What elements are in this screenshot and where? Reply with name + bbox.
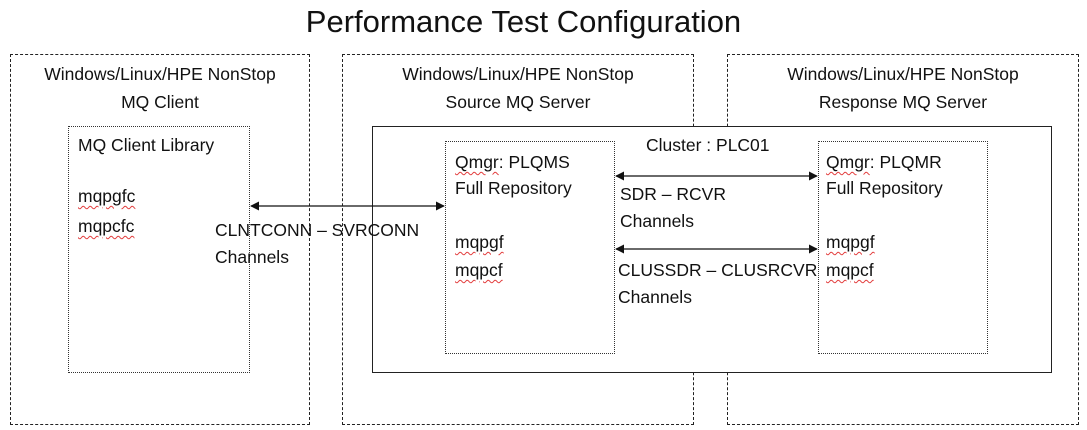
cluster-channel-label-line2: Channels: [618, 287, 692, 307]
mq-client-library-label: MQ Client Library: [78, 135, 215, 155]
mq-client-library-box: MQ Client Library mqpgfc mqpcfc: [68, 126, 250, 373]
client-library-item: mqpcfc: [78, 216, 135, 236]
cluster-channel-label-line1: CLUSSDR – CLUSRCVR: [618, 260, 818, 280]
source-server-heading-line2: Source MQ Server: [445, 92, 591, 112]
client-server-channel-label-line1: CLNTCONN – SVRCONN: [215, 220, 420, 240]
response-qmgr-box: Qmgr: PLQMR Full Repository mqpgf mqpcf: [818, 141, 988, 354]
qmgr-suffix: : PLQMR: [869, 152, 942, 172]
response-server-heading-line1: Windows/Linux/HPE NonStop: [787, 64, 1019, 84]
source-server-box: Windows/Linux/HPE NonStop Source MQ Serv…: [342, 54, 694, 425]
source-qmgr-name: Qmgr: PLQMS: [455, 150, 570, 174]
client-machine-heading-line2: MQ Client: [121, 92, 199, 112]
response-qmgr-item: mqpgf: [826, 232, 875, 252]
sdr-rcvr-channel-label-line1: SDR – RCVR: [620, 184, 726, 204]
response-qmgr-repository: Full Repository: [826, 178, 943, 198]
qmgr-prefix: Qmgr: [826, 152, 870, 172]
source-server-heading-line1: Windows/Linux/HPE NonStop: [402, 64, 634, 84]
sdr-rcvr-channel-label-line2: Channels: [620, 211, 694, 231]
source-qmgr-item: mqpgf: [455, 232, 504, 252]
cluster-label: Cluster : PLC01: [646, 135, 770, 155]
client-machine-box: Windows/Linux/HPE NonStop MQ Client: [10, 54, 310, 425]
response-qmgr-item: mqpcf: [826, 260, 874, 280]
source-qmgr-item: mqpcf: [455, 260, 503, 280]
client-machine-heading-line1: Windows/Linux/HPE NonStop: [44, 64, 276, 84]
source-qmgr-repository: Full Repository: [455, 178, 572, 198]
diagram-title: Performance Test Configuration: [305, 4, 742, 39]
client-library-item: mqpgfc: [78, 186, 136, 206]
source-qmgr-box: Qmgr: PLQMS Full Repository mqpgf mqpcf: [445, 141, 615, 354]
response-server-heading-line2: Response MQ Server: [818, 92, 988, 112]
qmgr-suffix: : PLQMS: [498, 152, 570, 172]
qmgr-prefix: Qmgr: [455, 152, 499, 172]
response-qmgr-name: Qmgr: PLQMR: [826, 150, 942, 174]
client-server-channel-label-line2: Channels: [215, 247, 289, 267]
